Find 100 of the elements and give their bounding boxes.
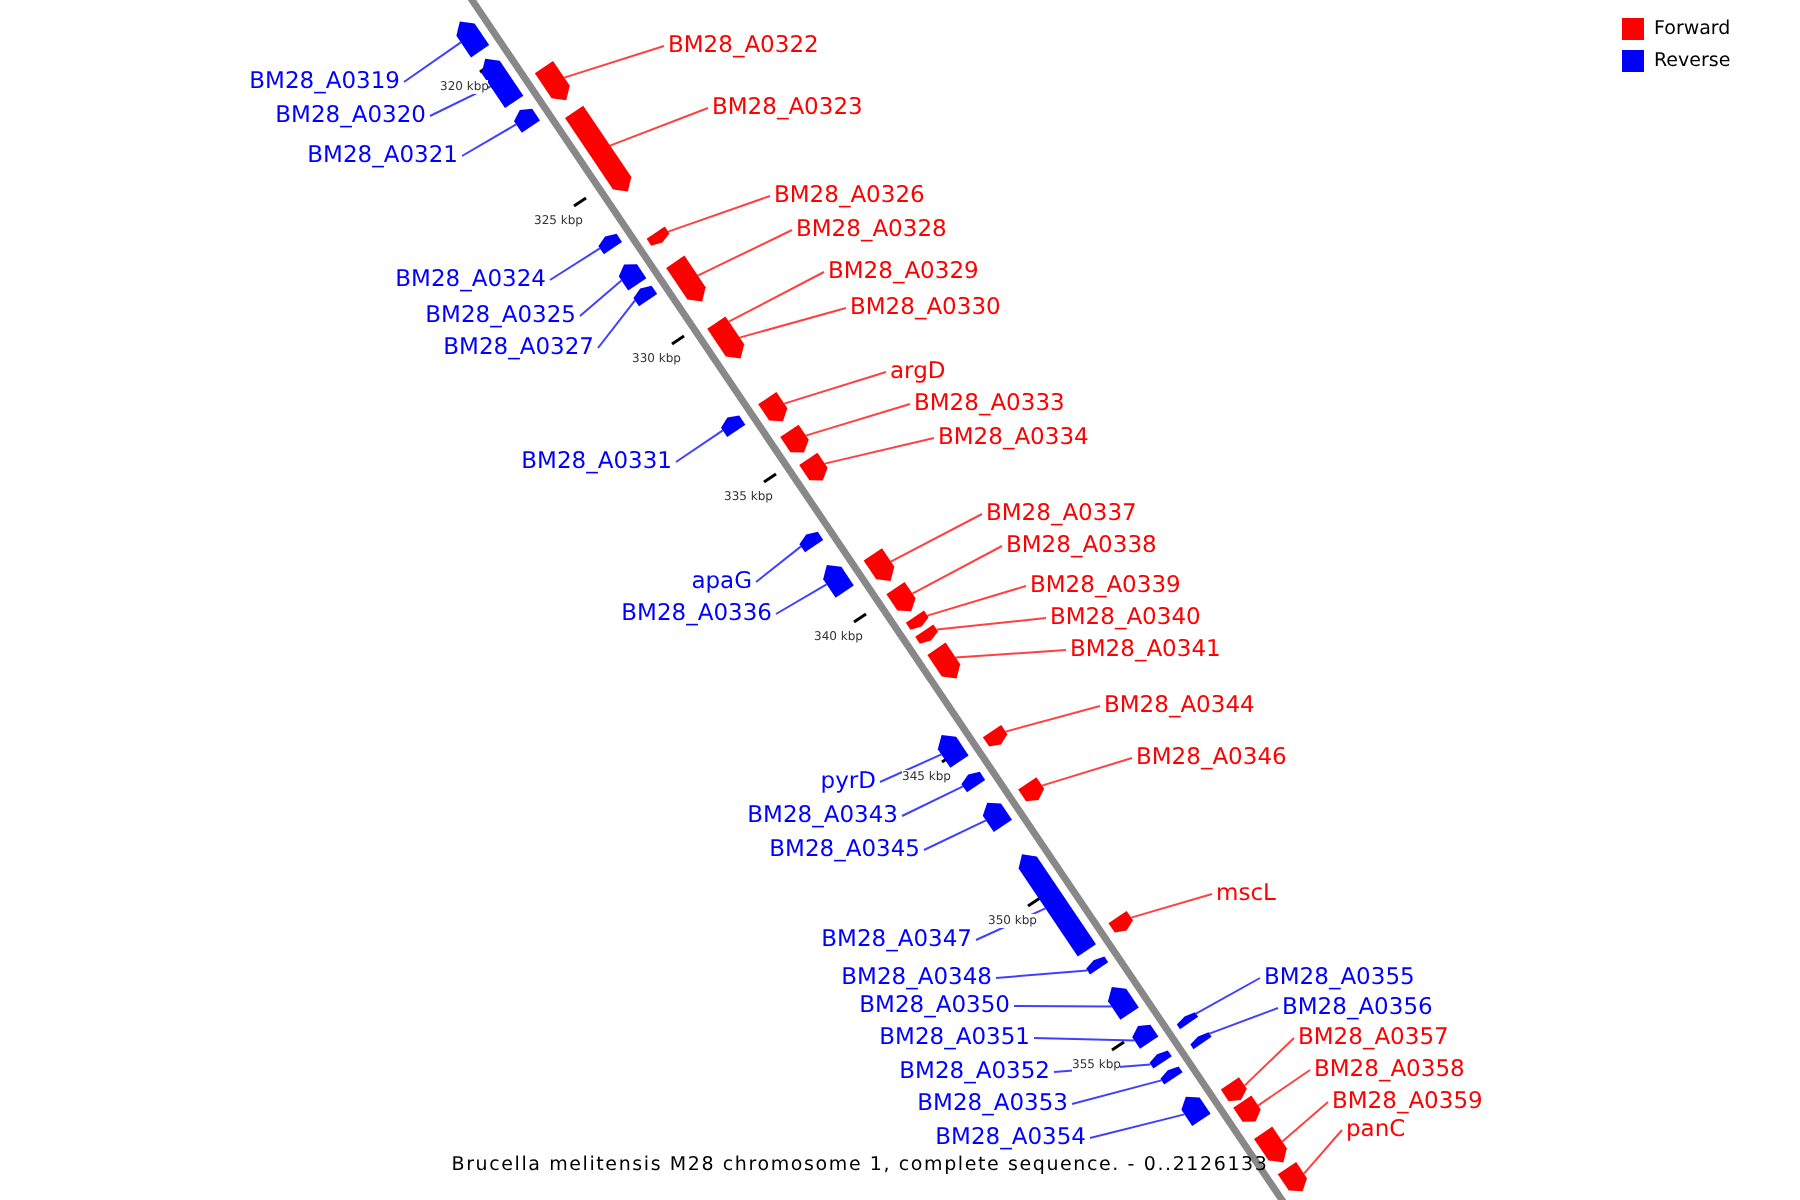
leader-line	[667, 195, 771, 233]
gene-label: BM28_A0358	[1314, 1054, 1465, 1082]
gene-label: BM28_A0343	[747, 800, 898, 828]
gene-block	[915, 624, 938, 644]
gene-block	[780, 424, 809, 453]
gene-block	[1176, 1012, 1199, 1030]
gene-block	[1108, 911, 1133, 933]
gene-block	[1181, 1096, 1211, 1126]
leader-line	[926, 585, 1027, 617]
leader-line	[911, 545, 1003, 595]
legend-label: Reverse	[1654, 50, 1731, 74]
gene-label: BM28_A0323	[712, 92, 863, 120]
gene-label: BM28_A0341	[1070, 634, 1221, 662]
gene-block	[534, 61, 570, 101]
leader-line	[403, 41, 462, 83]
gene-block	[799, 452, 828, 481]
gene-label: BM28_A0355	[1264, 962, 1415, 990]
leader-line	[1208, 1007, 1279, 1035]
gene-block	[1190, 1032, 1212, 1050]
gene-block	[886, 582, 916, 612]
leader-line	[1041, 757, 1133, 787]
gene-block	[711, 322, 745, 359]
gene-block	[758, 392, 788, 422]
leader-line	[775, 583, 828, 615]
gene-label: panC	[1346, 1114, 1406, 1142]
leader-line	[1281, 1101, 1329, 1143]
gene-block	[937, 735, 969, 768]
gene-label: BM28_A0344	[1104, 690, 1255, 718]
gene-block	[799, 531, 824, 553]
gene-block	[633, 285, 658, 307]
gene-label: BM28_A0320	[275, 100, 426, 128]
gene-label: BM28_A0339	[1030, 570, 1181, 598]
leader-line	[1303, 1129, 1343, 1175]
gene-label: BM28_A0327	[443, 332, 594, 360]
leader-line	[1257, 1069, 1311, 1107]
gene-label: BM28_A0353	[917, 1088, 1068, 1116]
gene-label: BM28_A0354	[935, 1122, 1086, 1150]
gene-label: pyrD	[820, 766, 876, 794]
gene-label: argD	[890, 356, 946, 384]
gene-block	[666, 255, 706, 302]
gene-label: BM28_A0357	[1298, 1022, 1449, 1050]
gene-block	[1132, 1024, 1159, 1049]
gene-label: BM28_A0351	[879, 1022, 1030, 1050]
gene-label: BM28_A0330	[850, 292, 1001, 320]
leader-line	[579, 279, 623, 317]
gene-label: BM28_A0321	[307, 140, 458, 168]
gene-label: BM28_A0359	[1332, 1086, 1483, 1114]
gene-block	[514, 108, 540, 133]
leader-line	[783, 371, 887, 405]
gene-label: BM28_A0334	[938, 422, 1089, 450]
gene-block	[565, 105, 632, 192]
leader-line	[461, 123, 518, 157]
gene-label: BM28_A0352	[899, 1056, 1050, 1084]
gene-block	[721, 415, 746, 437]
leader-line	[889, 513, 983, 563]
leader-line	[563, 45, 665, 79]
leader-line	[1089, 1113, 1186, 1139]
gene-label: BM28_A0319	[249, 66, 400, 94]
gene-block	[646, 226, 670, 246]
gene-block	[982, 725, 1008, 747]
leader-line	[1195, 977, 1261, 1015]
gene-block	[598, 233, 622, 255]
gene-block	[1018, 854, 1096, 957]
gene-block	[1220, 1077, 1247, 1102]
leader-line	[823, 437, 935, 465]
gene-label: BM28_A0338	[1006, 530, 1157, 558]
leader-line	[1243, 1037, 1295, 1087]
leader-line	[1033, 1037, 1136, 1042]
leader-line	[804, 403, 911, 437]
gene-label: BM28_A0331	[521, 446, 672, 474]
gene-label: BM28_A0337	[986, 498, 1137, 526]
gene-label: BM28_A0347	[821, 924, 972, 952]
gene-label: BM28_A0324	[395, 264, 546, 292]
caption: Brucella melitensis M28 chromosome 1, complete sequence. - 0..2126133	[451, 1154, 1269, 1176]
gene-label: mscL	[1216, 878, 1276, 906]
leader-line	[738, 307, 847, 339]
leader-line	[901, 785, 964, 817]
leader-line	[879, 753, 943, 783]
leader-line	[954, 649, 1067, 659]
gene-block	[618, 264, 647, 291]
leader-line	[696, 229, 793, 277]
gene-block	[1233, 1095, 1261, 1122]
gene-block	[1108, 987, 1139, 1020]
gene-block	[823, 565, 854, 598]
leader-line	[675, 429, 724, 463]
leader-line	[995, 969, 1089, 979]
gene-block	[1160, 1066, 1183, 1085]
gene-label: apaG	[691, 566, 752, 594]
gene-block	[1277, 1162, 1307, 1192]
gene-block	[905, 610, 929, 630]
gene-block	[456, 21, 490, 58]
leader-line	[549, 247, 601, 281]
leader-line	[727, 271, 825, 323]
gene-block	[1086, 956, 1109, 975]
gene-block	[863, 548, 895, 581]
leader-line	[1013, 1005, 1113, 1008]
leader-line	[755, 545, 802, 583]
gene-block	[1149, 1050, 1172, 1069]
gene-label: BM28_A0326	[774, 180, 925, 208]
gene-block	[982, 802, 1012, 832]
